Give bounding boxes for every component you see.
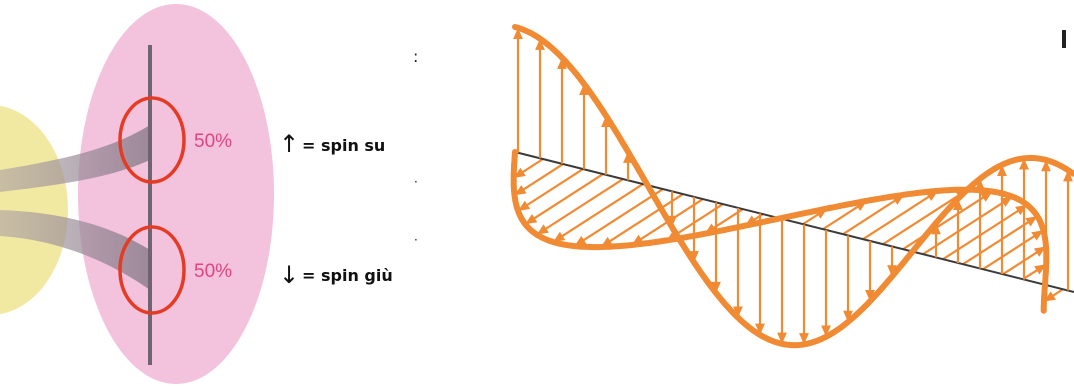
- horizontal-arrow: [552, 183, 644, 243]
- horizontal-arrow-head: [525, 213, 538, 225]
- horizontal-arrow: [882, 188, 969, 246]
- lower-percent: 50%: [194, 261, 232, 282]
- arrow-down-icon: ↓: [279, 261, 299, 289]
- vertical-arrow-head: [711, 281, 721, 294]
- spin-up-label: = spin su: [302, 136, 385, 155]
- horizontal-arrow: [536, 178, 624, 236]
- horizontal-arrow: [573, 188, 664, 248]
- spin-split-diagram: 50% 50% ↑ = spin su ↓ = spin giù : · ·: [0, 0, 420, 387]
- horizontal-arrow: [922, 195, 1013, 256]
- horizontal-arrow-head: [514, 185, 527, 196]
- spin-split-svg: 50% 50% ↑ = spin su ↓ = spin giù : · ·: [0, 4, 418, 384]
- detector-screen: [78, 4, 274, 384]
- horizontal-arrow: [902, 190, 994, 251]
- horizontal-arrow-head: [553, 231, 566, 242]
- edge-mark-4: [1062, 30, 1066, 48]
- upper-percent: 50%: [194, 131, 232, 152]
- wave-diagram: [420, 0, 1074, 387]
- propagation-axis: [514, 151, 1074, 293]
- upper-beam: [0, 125, 150, 192]
- arrow-up-icon: ↑: [279, 130, 299, 158]
- horizontal-arrow-head: [1025, 216, 1038, 227]
- vertical-arrow-head: [733, 306, 743, 318]
- edge-mark-3: ·: [414, 233, 418, 247]
- lower-beam: [0, 210, 150, 290]
- edge-mark-2: ·: [414, 175, 418, 189]
- vertical-arrow-head: [931, 223, 941, 235]
- horizontal-arrow: [982, 229, 1044, 271]
- vertical-arrow-head: [535, 38, 545, 50]
- horizontal-arrow-head: [1000, 196, 1013, 207]
- vertical-arrow-head: [821, 325, 831, 337]
- vertical-arrow-head: [799, 333, 809, 345]
- edge-mark-1: :: [413, 47, 418, 66]
- horizontal-arrow-head: [1033, 246, 1046, 257]
- upper-highlight-circle: [118, 96, 186, 184]
- horizontal-arrow-head: [536, 224, 549, 235]
- horizontal-arrow: [600, 193, 684, 248]
- horizontal-arrow: [524, 173, 604, 226]
- vertical-arrow-head: [953, 198, 963, 210]
- particle-source: [0, 105, 68, 315]
- spin-down-label: = spin giù: [302, 266, 393, 285]
- vertical-arrow-head: [997, 164, 1007, 177]
- horizontal-arrow: [842, 193, 905, 236]
- lower-highlight-circle: [118, 225, 186, 315]
- vertical-arrow-head: [513, 27, 523, 40]
- vertical-arrow-head: [1041, 159, 1051, 172]
- vertical-wave-curve: [512, 24, 1074, 349]
- vertical-arrow-head: [887, 265, 897, 277]
- horizontal-arrow-head: [518, 200, 531, 211]
- vertical-arrow-head: [865, 290, 875, 302]
- wave-svg: [510, 24, 1074, 349]
- horizontal-wave-curve: [510, 149, 1050, 314]
- vertical-arrow-head: [777, 332, 787, 344]
- vertical-arrow-head: [1063, 170, 1073, 182]
- vertical-arrow-head: [579, 83, 589, 96]
- vertical-arrow-head: [843, 310, 853, 322]
- horizontal-arrow-head: [1031, 230, 1044, 241]
- vertical-wave-arrows: [513, 27, 1073, 345]
- vertical-arrow-head: [1019, 158, 1029, 170]
- horizontal-arrow: [517, 168, 584, 212]
- vertical-arrow-head: [557, 57, 567, 69]
- horizontal-arrow: [862, 189, 939, 241]
- vertical-arrow-head: [755, 323, 765, 335]
